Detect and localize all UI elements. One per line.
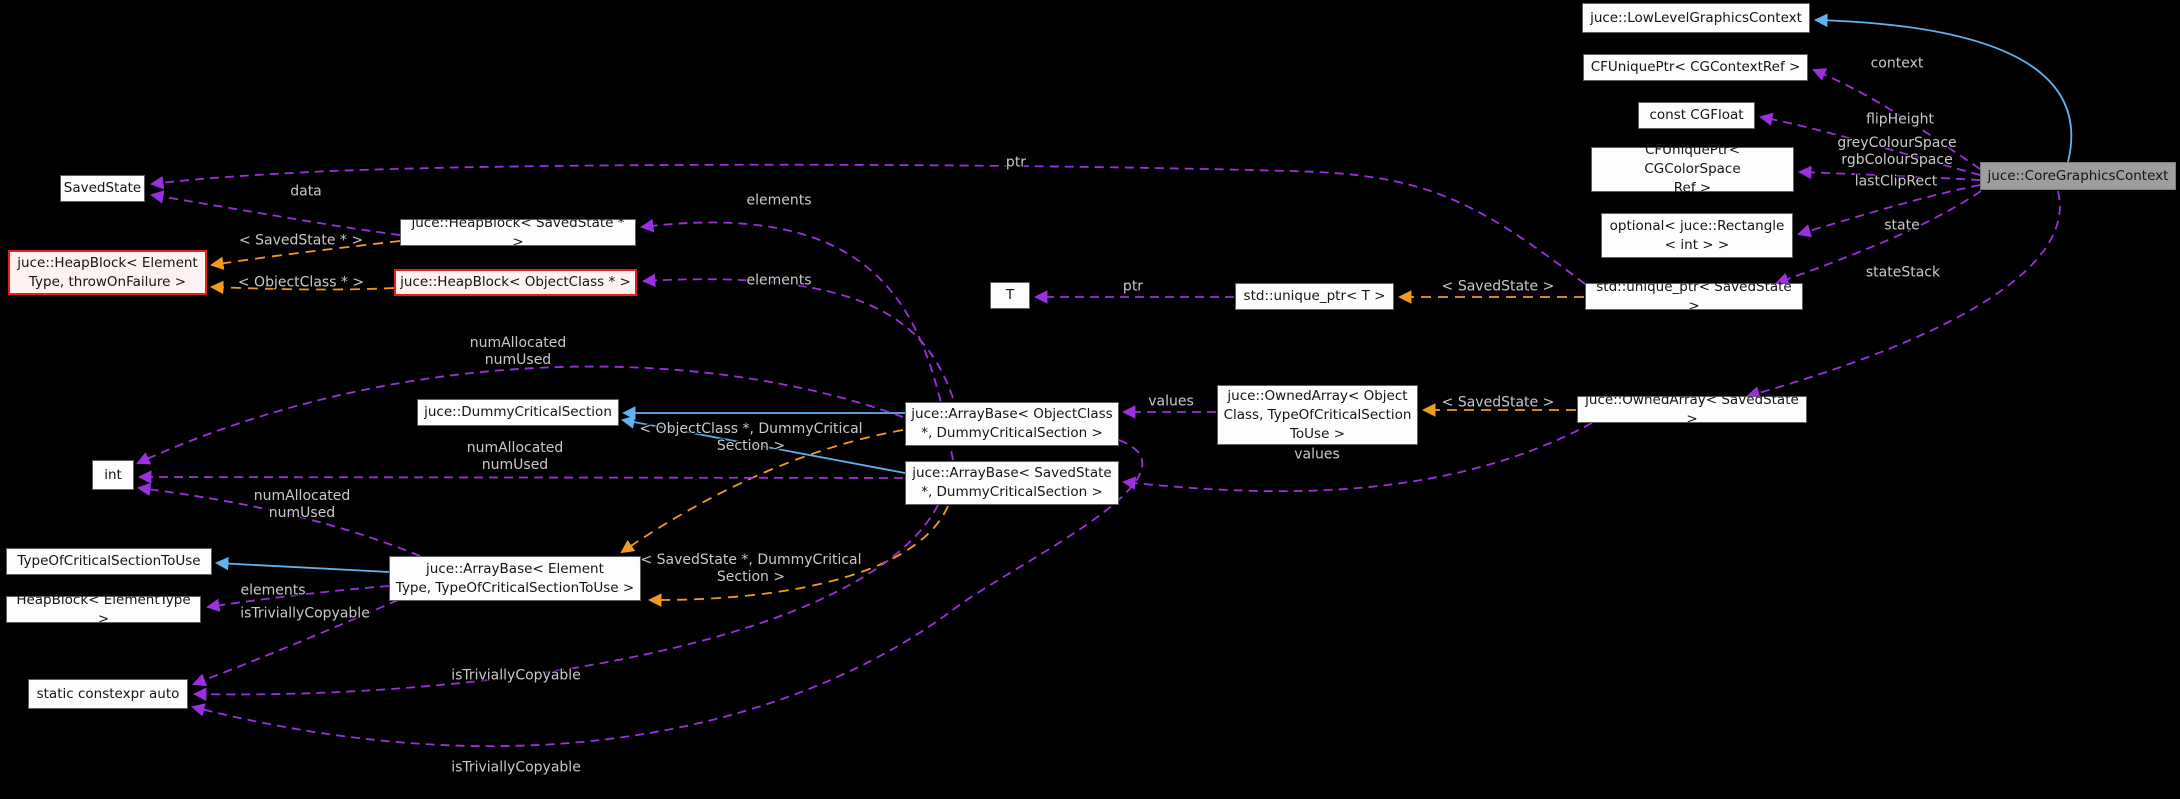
node-juce-heapblock-savedstate-ptr[interactable]: juce::HeapBlock< SavedState * > bbox=[400, 215, 636, 250]
node-juce-lowlevelgraphicscontext[interactable]: juce::LowLevelGraphicsContext bbox=[1582, 3, 1810, 33]
node-juce-heapblock-elementtype-throwonfailure[interactable]: juce::HeapBlock< Element Type, throwOnFa… bbox=[8, 250, 207, 295]
edge-label-greyrgbcolourspace: greyColourSpace rgbColourSpace bbox=[1837, 135, 1957, 168]
edge-label-objectclass-dummycritical: < ObjectClass *, DummyCritical Section > bbox=[639, 421, 863, 454]
edge-inherit-lowlevelgraphicscontext bbox=[1813, 13, 2073, 163]
edge-member-numallocated-et bbox=[136, 482, 421, 557]
edge-template-arraybase-obj bbox=[620, 429, 904, 554]
edge-label-flipheight: flipHeight bbox=[1866, 111, 1934, 128]
edge-template-objectclass-star bbox=[209, 280, 395, 295]
edge-inherit-typeofcriticalsectiontouse bbox=[214, 556, 390, 573]
node-juce-ownedarray-savedstate[interactable]: juce::OwnedArray< SavedState > bbox=[1577, 392, 1807, 427]
edge-label-context: context bbox=[1870, 55, 1924, 72]
edge-member-values-bottom bbox=[1121, 422, 1593, 493]
edge-label-istriviallycopyable-et: isTriviallyCopyable bbox=[240, 605, 370, 622]
edge-member-numallocated-obj bbox=[136, 365, 904, 465]
edge-label-savedstate-ownedarray: < SavedState > bbox=[1441, 394, 1555, 411]
edge-label-numallocated-et: numAllocated numUsed bbox=[253, 488, 351, 521]
edge-label-numallocated-saved: numAllocated numUsed bbox=[466, 440, 564, 473]
edge-member-colourspaces bbox=[1797, 165, 1981, 181]
node-static-constexpr-auto: static constexpr auto bbox=[28, 679, 188, 709]
node-optional-juce-rectangle-int: optional< juce::Rectangle < int > > bbox=[1601, 213, 1793, 258]
node-juce-dummycriticalsection[interactable]: juce::DummyCriticalSection bbox=[417, 399, 619, 426]
node-juce-ownedarray-objectclass[interactable]: juce::OwnedArray< Object Class, TypeOfCr… bbox=[1217, 385, 1418, 445]
edge-member-state bbox=[1775, 190, 1982, 286]
edge-template-savedstate-star bbox=[209, 240, 401, 270]
node-int: int bbox=[92, 460, 134, 490]
node-std-unique-ptr-t: std::unique_ptr< T > bbox=[1235, 283, 1394, 310]
node-juce-arraybase-objectclass-dummycriticalsection[interactable]: juce::ArrayBase< ObjectClass *, DummyCri… bbox=[905, 402, 1119, 446]
edge-member-numallocated-saved bbox=[137, 470, 904, 484]
edge-label-ptr-short: ptr bbox=[1122, 278, 1144, 295]
edge-member-statestack bbox=[1746, 190, 2061, 400]
node-juce-arraybase-savedstate-dummycriticalsection[interactable]: juce::ArrayBase< SavedState *, DummyCrit… bbox=[905, 461, 1119, 505]
edge-member-context bbox=[1812, 68, 1981, 170]
edge-label-elements-saved: elements bbox=[746, 192, 812, 209]
edge-label-istriviallycopyable-mid: isTriviallyCopyable bbox=[451, 667, 581, 684]
edge-member-elements-obj bbox=[641, 273, 954, 399]
edge-label-numallocated-obj: numAllocated numUsed bbox=[469, 335, 567, 368]
edge-label-istriviallycopyable-bottom: isTriviallyCopyable bbox=[451, 759, 581, 776]
edge-label-objectclass-star: < ObjectClass * > bbox=[237, 274, 365, 291]
node-savedstate[interactable]: SavedState bbox=[60, 175, 145, 202]
edge-label-values-bottom: values bbox=[1294, 446, 1340, 463]
node-t: T bbox=[990, 282, 1030, 309]
edge-label-statestack: stateStack bbox=[1865, 264, 1941, 281]
node-juce-coregraphicscontext[interactable]: juce::CoreGraphicsContext bbox=[1980, 162, 2176, 190]
edge-member-flipheight bbox=[1759, 112, 1981, 176]
edge-label-lastcliprect: lastClipRect bbox=[1854, 173, 1938, 190]
node-const-cgfloat: const CGFloat bbox=[1638, 102, 1755, 129]
edge-label-values-top: values bbox=[1148, 393, 1194, 410]
node-std-unique-ptr-savedstate: std::unique_ptr< SavedState > bbox=[1585, 279, 1803, 314]
edge-member-lastcliprect bbox=[1797, 184, 1981, 238]
edge-label-ptr-long: ptr bbox=[1005, 154, 1027, 171]
node-heapblock-elementtype: HeapBlock< ElementType > bbox=[6, 592, 201, 627]
edge-label-data: data bbox=[290, 183, 322, 200]
edge-label-elements-obj: elements bbox=[746, 272, 812, 289]
node-cfuniqueptr-cgcontextref[interactable]: CFUniquePtr< CGContextRef > bbox=[1583, 54, 1808, 81]
edge-label-savedstate-dummycritical: < SavedState *, DummyCritical Section > bbox=[640, 552, 862, 585]
edge-label-elements-et: elements bbox=[240, 582, 306, 599]
edge-member-data bbox=[150, 190, 401, 236]
edge-inherit-dummycriticalsection-saved bbox=[621, 415, 906, 474]
node-typeofcriticalsectiontouse: TypeOfCriticalSectionToUse bbox=[6, 548, 212, 575]
edge-label-savedstate-uptr: < SavedState > bbox=[1441, 278, 1555, 295]
edge-member-istriviallycopyable-et bbox=[192, 599, 399, 687]
edge-label-state: state bbox=[1884, 217, 1920, 234]
edge-label-savedstate-star: < SavedState * > bbox=[238, 232, 364, 249]
node-cfuniqueptr-cgcolorspaceref[interactable]: CFUniquePtr< CGColorSpace Ref > bbox=[1591, 142, 1794, 196]
edge-member-istriviallycopyable-saved bbox=[192, 504, 939, 701]
node-juce-heapblock-objectclass-ptr[interactable]: juce::HeapBlock< ObjectClass * > bbox=[394, 269, 637, 296]
edge-member-ptr-long bbox=[149, 163, 1586, 285]
edge-member-elements-et bbox=[205, 585, 390, 612]
node-juce-arraybase-elementtype-typeofcriticalsectiontouse[interactable]: juce::ArrayBase< Element Type, TypeOfCri… bbox=[389, 556, 641, 601]
